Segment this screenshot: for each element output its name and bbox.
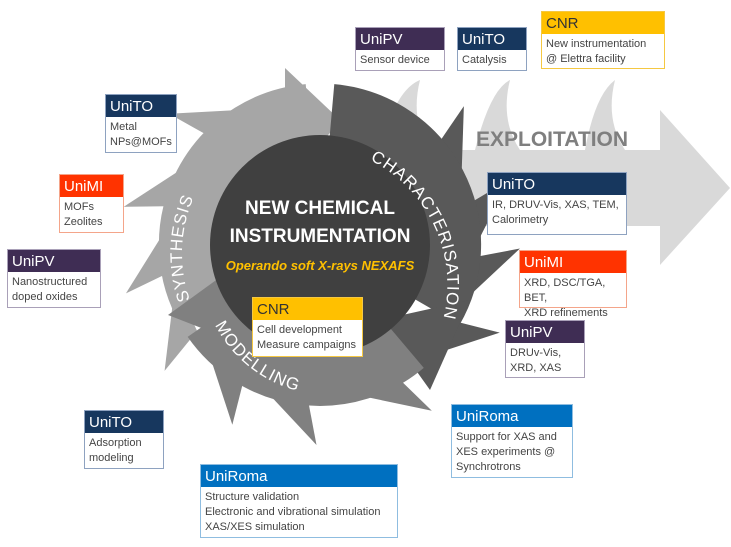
ring-spike [346, 374, 432, 411]
box-line: Metal [110, 121, 137, 133]
synthesis-arc [158, 84, 311, 325]
box-org: UniMI [520, 251, 626, 273]
box-line: XAS/XES simulation [205, 521, 305, 533]
characterisation-arc [329, 84, 482, 325]
box-line: Synchrotrons [456, 461, 521, 473]
center-subtitle: Operando soft X-rays NEXAFS [225, 258, 415, 273]
center-title-line2: INSTRUMENTATION [229, 226, 411, 247]
box-line: XRD refinements [524, 307, 608, 319]
box-line: doped oxides [12, 291, 78, 303]
box-line: Calorimetry [492, 214, 549, 226]
box-line: Measure campaigns [257, 339, 357, 351]
box-line: XES experiments @ [456, 446, 556, 458]
box-org: UniTO [488, 173, 626, 195]
ring-spike [125, 218, 173, 294]
box-unipv-oxides: UniPV Nanostructured doped oxides [7, 249, 101, 308]
box-unipv-druv: UniPV DRUv-Vis, XRD, XAS [505, 320, 585, 378]
box-line: modeling [89, 452, 134, 464]
box-line: Support for XAS and [456, 431, 557, 443]
box-unipv-sensor: UniPV Sensor device [355, 27, 445, 71]
box-org: UniPV [356, 28, 444, 50]
exploitation-label: EXPLOITATION [476, 128, 628, 151]
box-line: NPs@MOFs [110, 136, 172, 148]
box-unito-adsorption: UniTO Adsorption modeling [84, 410, 164, 469]
modelling-arc [187, 306, 424, 406]
box-org: UniRoma [201, 465, 397, 487]
box-line: IR, DRUV-Vis, XAS, TEM, [492, 199, 619, 211]
box-line: Nanostructured [12, 276, 88, 288]
box-line: MOFs [64, 201, 94, 213]
box-org: CNR [542, 12, 664, 34]
box-org: CNR [253, 298, 362, 320]
box-line: @ Elettra facility [546, 53, 626, 65]
box-line: New instrumentation [546, 38, 647, 50]
box-org: UniTO [458, 28, 526, 50]
box-line: Zeolites [64, 216, 103, 228]
box-line: Adsorption [89, 437, 142, 449]
box-line: Sensor device [360, 54, 430, 66]
box-org: UniTO [106, 95, 176, 117]
box-line: Cell development [257, 324, 342, 336]
box-org: UniPV [8, 250, 100, 272]
center-title-line1: NEW CHEMICAL [245, 198, 395, 219]
box-line: XRD, XAS [510, 362, 562, 374]
box-org: UniTO [85, 411, 163, 433]
box-org: UniMI [60, 175, 123, 197]
box-unito-characterisation: UniTO IR, DRUV-Vis, XAS, TEM, Calorimetry [487, 172, 627, 235]
box-org: UniPV [506, 321, 584, 343]
box-cnr-instrumentation: CNR New instrumentation @ Elettra facility [541, 11, 665, 69]
box-unimi-xrd: UniMI XRD, DSC/TGA, BET, XRD refinements [519, 250, 627, 319]
box-unito-catalysis: UniTO Catalysis [457, 27, 527, 71]
box-line: XRD, DSC/TGA, BET, [524, 277, 606, 304]
box-line: Electronic and vibrational simulation [205, 506, 381, 518]
box-line: DRUv-Vis, [510, 347, 562, 359]
box-org: UniRoma [452, 405, 572, 427]
characterisation-arrowhead [380, 300, 470, 390]
box-line: Structure validation [205, 491, 300, 503]
box-line: Catalysis [462, 54, 507, 66]
